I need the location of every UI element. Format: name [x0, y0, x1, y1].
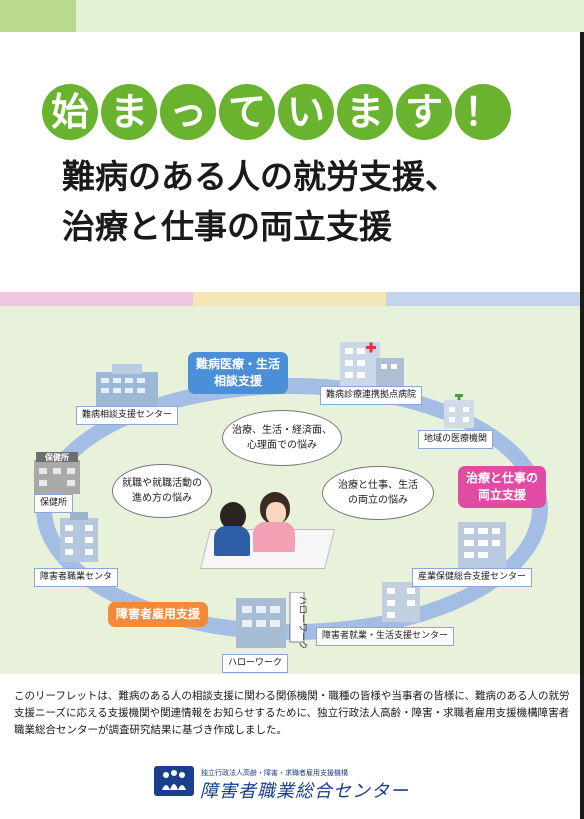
color-band-blue [386, 292, 580, 306]
headline-char: ！ [455, 84, 511, 140]
role-medical-consult-line-2: 相談支援 [214, 374, 263, 388]
leaflet-description: このリーフレットは、難病のある人の相談支援に関わる関係機関・職種の皆様や当事者の… [14, 690, 570, 736]
patient-face [266, 502, 286, 524]
bubble-top: 治療、生活・経済面、心理面での悩み [222, 410, 342, 466]
footer-org-parent: 独立行政法人高齢・障害・求職者雇用支援機構 [201, 769, 348, 777]
color-band-yellow [193, 292, 386, 306]
counselor-body [214, 526, 250, 556]
role-employment-label: 障害者雇用支援 [116, 607, 201, 621]
bubble-top-line-1: 治療、生活・経済面、 [232, 425, 332, 436]
role-medical-consult-line-1: 難病医療・生活 [196, 357, 281, 371]
bubble-left-line-2: 進め方の悩み [132, 493, 192, 504]
bubble-right-line-1: 治療と仕事、生活 [338, 480, 418, 491]
building-icon-shugyo [382, 582, 420, 622]
role-work-balance-line-1: 治療と仕事の [466, 471, 539, 485]
top-stripe [0, 0, 584, 32]
label-shugyo: 障害者就業・生活支援センター [316, 627, 455, 646]
support-network-illustration: 保健所 ハローワーク 難病医療・生活 相談支援 治療と仕事の 両立支援 障害者雇… [0, 306, 580, 674]
page-edge [580, 32, 584, 819]
bubble-left: 就職や就職活動の進め方の悩み [112, 464, 212, 518]
hokenjo-sign: 保健所 [44, 452, 69, 462]
top-stripe-light [76, 0, 584, 32]
subtitle-line-2: 治療と仕事の両立支援 [62, 207, 392, 246]
bubble-left-line-1: 就職や就職活動の [122, 478, 202, 489]
bubble-right-line-2: の両立の悩み [348, 495, 408, 506]
label-hospital: 難病診療連携拠点病院 [320, 386, 423, 405]
headline-char: 始 [42, 84, 98, 140]
hellowork-sign: ハローワーク [297, 596, 308, 648]
headline-char: い [278, 84, 334, 140]
footer-org-name: 障害者職業総合センター [200, 781, 409, 802]
label-local-clinic: 地域の医療機関 [418, 430, 494, 449]
label-sangyo: 産業保健総合支援センター [412, 568, 533, 587]
bubble-right: 治療と仕事、生活の両立の悩み [322, 466, 434, 520]
top-stripe-dark [0, 0, 76, 32]
building-icon-nanbyo-center [96, 364, 158, 408]
headline-char: っ [160, 84, 216, 140]
subtitle-line-1: 難病のある人の就労支援、 [62, 157, 458, 196]
building-icon-local-clinic [444, 394, 474, 428]
bubble-top-line-2: 心理面での悩み [247, 440, 317, 451]
patient-body [253, 522, 295, 552]
role-medical-consult: 難病医療・生活 相談支援 [188, 352, 289, 394]
building-icon-sangyo [458, 522, 506, 568]
org-logo-icon [154, 766, 194, 796]
color-band-pink [0, 292, 193, 306]
label-hellowork: ハローワーク [222, 654, 289, 673]
building-icon-hokenjo: 保健所 [34, 452, 80, 494]
headline-char: て [219, 84, 275, 140]
headline-char: ま [101, 84, 157, 140]
role-work-balance: 治療と仕事の 両立支援 [458, 466, 547, 508]
role-employment: 障害者雇用支援 [108, 602, 209, 627]
headline-char: す [396, 84, 452, 140]
headline: 始 ま っ て い ま す ！ [42, 84, 511, 140]
subtitle: 難病のある人の就労支援、 治療と仕事の両立支援 [62, 152, 458, 252]
building-icon-hellowork: ハローワーク [236, 592, 308, 648]
building-icon-vocational-center [60, 512, 98, 562]
role-work-balance-line-2: 両立支援 [478, 488, 527, 502]
label-vocational-center: 障害者職業センタ [34, 568, 119, 587]
label-nanbyo-center: 難病相談支援センター [76, 406, 179, 425]
color-band [0, 292, 580, 306]
counselor-head [220, 502, 246, 530]
label-hokenjo: 保健所 [34, 494, 74, 513]
headline-char: ま [337, 84, 393, 140]
